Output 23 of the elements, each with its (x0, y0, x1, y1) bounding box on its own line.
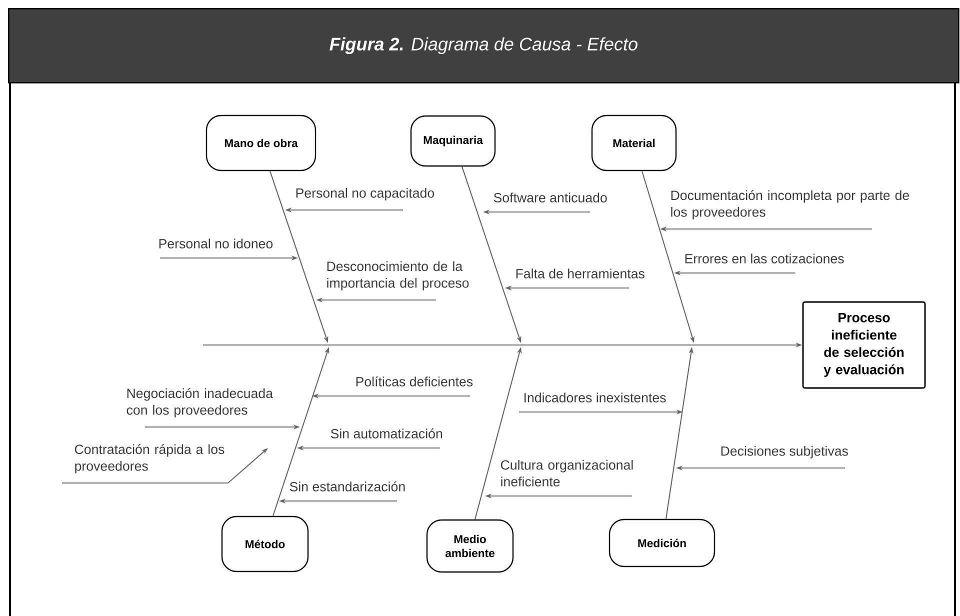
cause-label: Contratación rápida a los proveedores (74, 444, 224, 474)
cause-label: Personal no idoneo (159, 238, 273, 248)
cause-label: Negociación inadecuada con los proveedores (126, 388, 274, 418)
cause-label: Sin estandarización (290, 481, 405, 492)
category-box: Medición (608, 518, 716, 568)
cause-label: Software anticuado (494, 192, 607, 202)
category-box: Mano de obra (206, 114, 316, 172)
cause-label: Documentación incompleta por parte de los proveedores (671, 190, 910, 220)
effect-box: Proceso ineficiente de selección y evaluación (802, 301, 926, 389)
cause-label: Cultura organizacional ineficiente (500, 460, 633, 486)
cause-label: Decisiones subjetivas (721, 446, 848, 458)
cause-label: Indicadores inexistentes (524, 392, 666, 402)
category-box: Maquinaria (410, 115, 496, 167)
category-box: Método (221, 516, 309, 572)
category-box: Material (591, 114, 677, 172)
cause-label: Sin automatización (330, 428, 442, 438)
cause-label: Desconocimiento de la importancia del proceso (327, 261, 469, 290)
cause-label: Personal no capacitado (296, 188, 434, 200)
cause-label: Políticas deficientes (356, 376, 473, 386)
title-bar: Figura 2. Diagrama de Causa - Efecto (8, 8, 960, 84)
cause-label: Errores en las cotizaciones (685, 254, 844, 264)
category-box: Medio ambiente (426, 519, 514, 573)
cause-label: Falta de herramientas (516, 268, 644, 278)
